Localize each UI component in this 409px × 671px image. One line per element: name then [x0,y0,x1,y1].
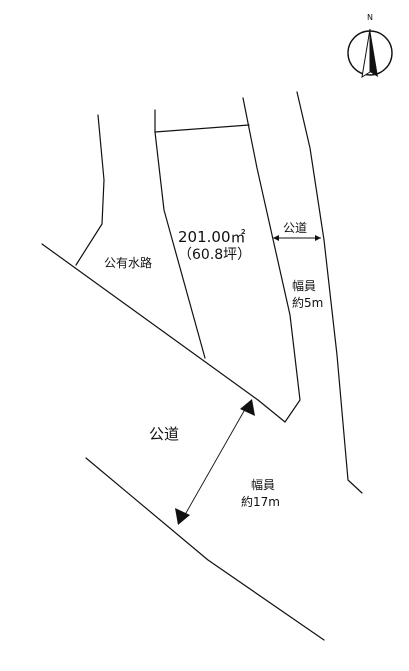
south-road-north-edge [41,243,259,401]
south-road-label: 公道 [149,425,180,443]
lot-area-label: 201.00㎡ [178,228,246,246]
dimension-arrowhead-icon [175,508,190,525]
east-road-width-value: 約5m [292,296,324,310]
dimension-arrowhead-icon [273,235,279,241]
south-road-south-edge [85,457,325,641]
south-road-width-value: 約17m [241,495,280,509]
public-waterway-label: 公有水路 [104,256,153,270]
east-road-width-dimension [273,235,321,241]
south-road-width-label: 幅員 [251,478,276,492]
waterway-west-boundary [75,114,105,266]
lot-west-boundary [154,109,206,359]
east-road-label: 公道 [283,221,308,235]
dimension-arrowhead-icon [315,235,321,241]
east-road-east-edge [296,91,363,494]
compass-north-label: N [367,13,373,22]
south-road-width-dimension [175,399,255,525]
lot-east-boundary [242,97,301,423]
dimension-arrowhead-icon [240,399,255,416]
north-arrow-icon [347,28,393,79]
lot-area-tsubo-label: （60.8坪） [178,247,252,263]
east-road-width-label: 幅員 [292,279,317,293]
lot-north-boundary [154,124,250,133]
